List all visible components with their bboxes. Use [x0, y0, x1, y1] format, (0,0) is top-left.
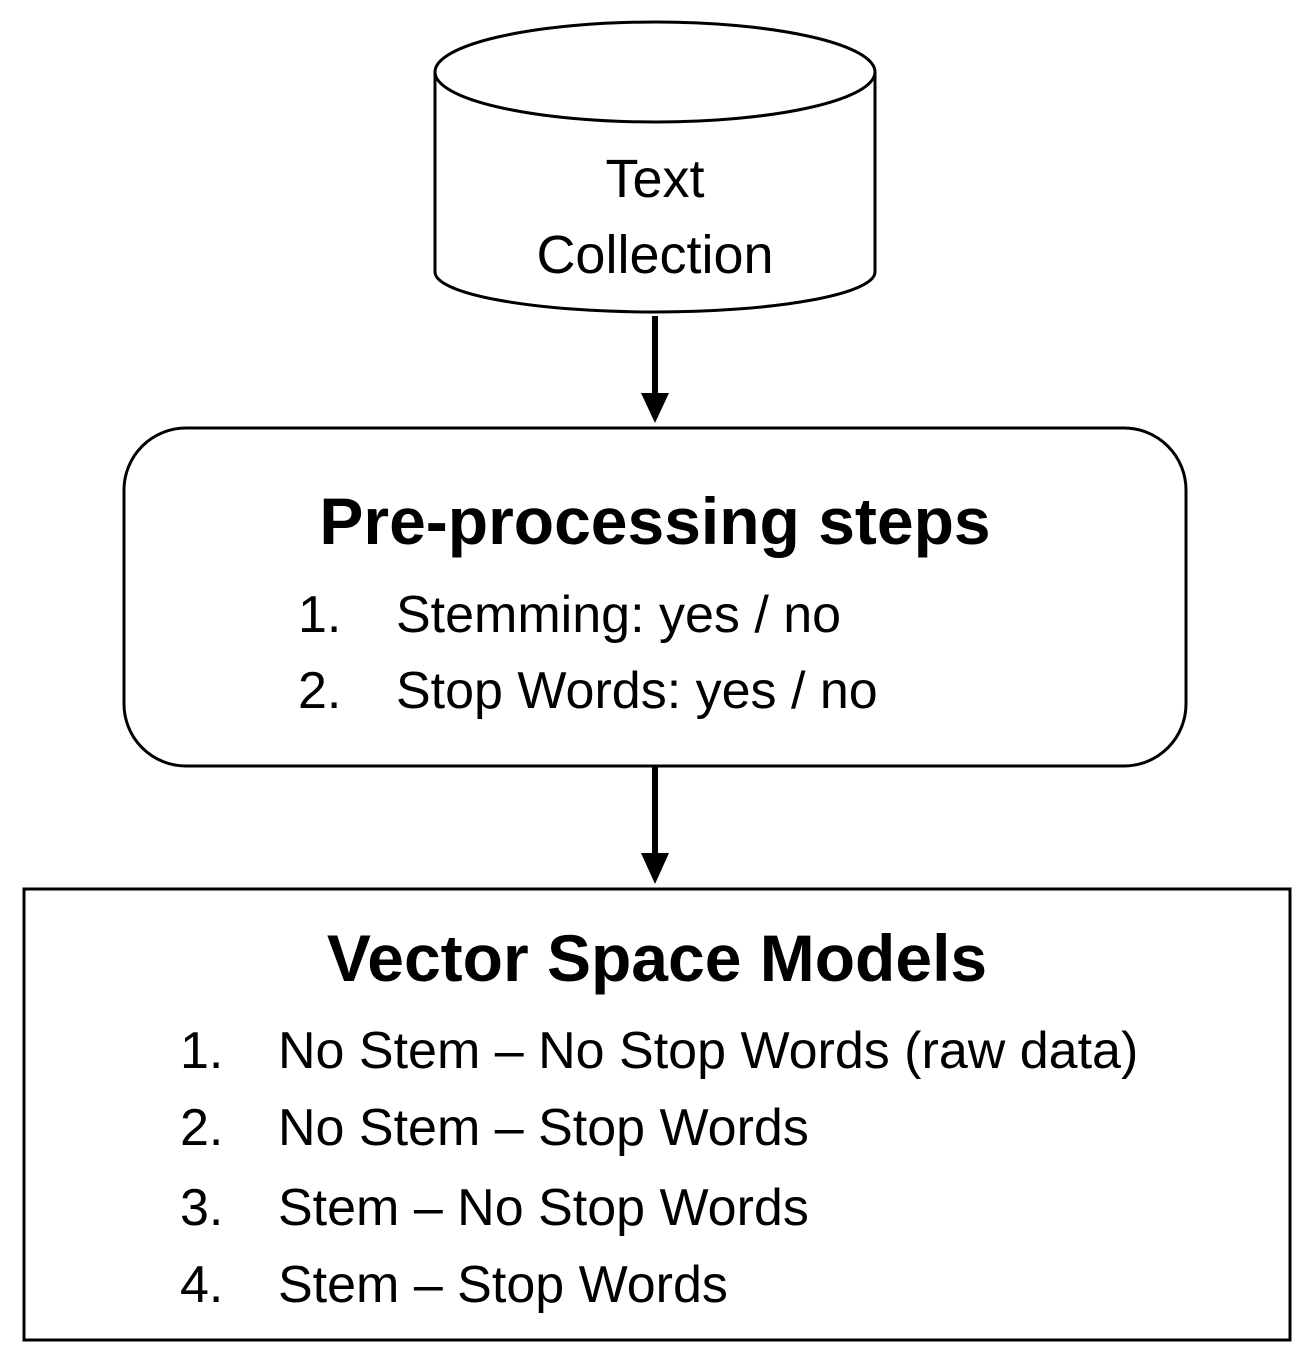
vsm-item-label: Stem – No Stop Words: [278, 1179, 809, 1237]
vsm-item-label: No Stem – No Stop Words (raw data): [278, 1022, 1139, 1080]
vector-space-models-box: [22, 887, 1292, 1342]
vsm-item-label: No Stem – Stop Words: [278, 1099, 809, 1157]
preprocessing-box: [122, 426, 1188, 768]
vsm-item-number: 4.: [180, 1256, 224, 1314]
vsm-item-number: 1.: [180, 1022, 224, 1080]
vector-space-models-title: Vector Space Models: [326, 921, 988, 995]
text-collection-cylinder: [433, 20, 877, 314]
step-number: 1.: [298, 586, 342, 644]
step-label: Stemming: yes / no: [396, 586, 842, 644]
step-label: Stop Words: yes / no: [396, 662, 878, 720]
arrow-preprocessing-to-vsm: [641, 767, 669, 884]
vsm-item-number: 2.: [180, 1099, 224, 1157]
vsm-item-number: 3.: [180, 1179, 224, 1237]
arrow-collection-to-preprocessing: [641, 316, 669, 423]
text-collection-label-line2: Collection: [536, 225, 774, 285]
preprocessing-title: Pre-processing steps: [319, 484, 991, 558]
text-collection-label-line1: Text: [605, 149, 705, 209]
step-number: 2.: [298, 662, 342, 720]
vsm-item-label: Stem – Stop Words: [278, 1256, 728, 1314]
